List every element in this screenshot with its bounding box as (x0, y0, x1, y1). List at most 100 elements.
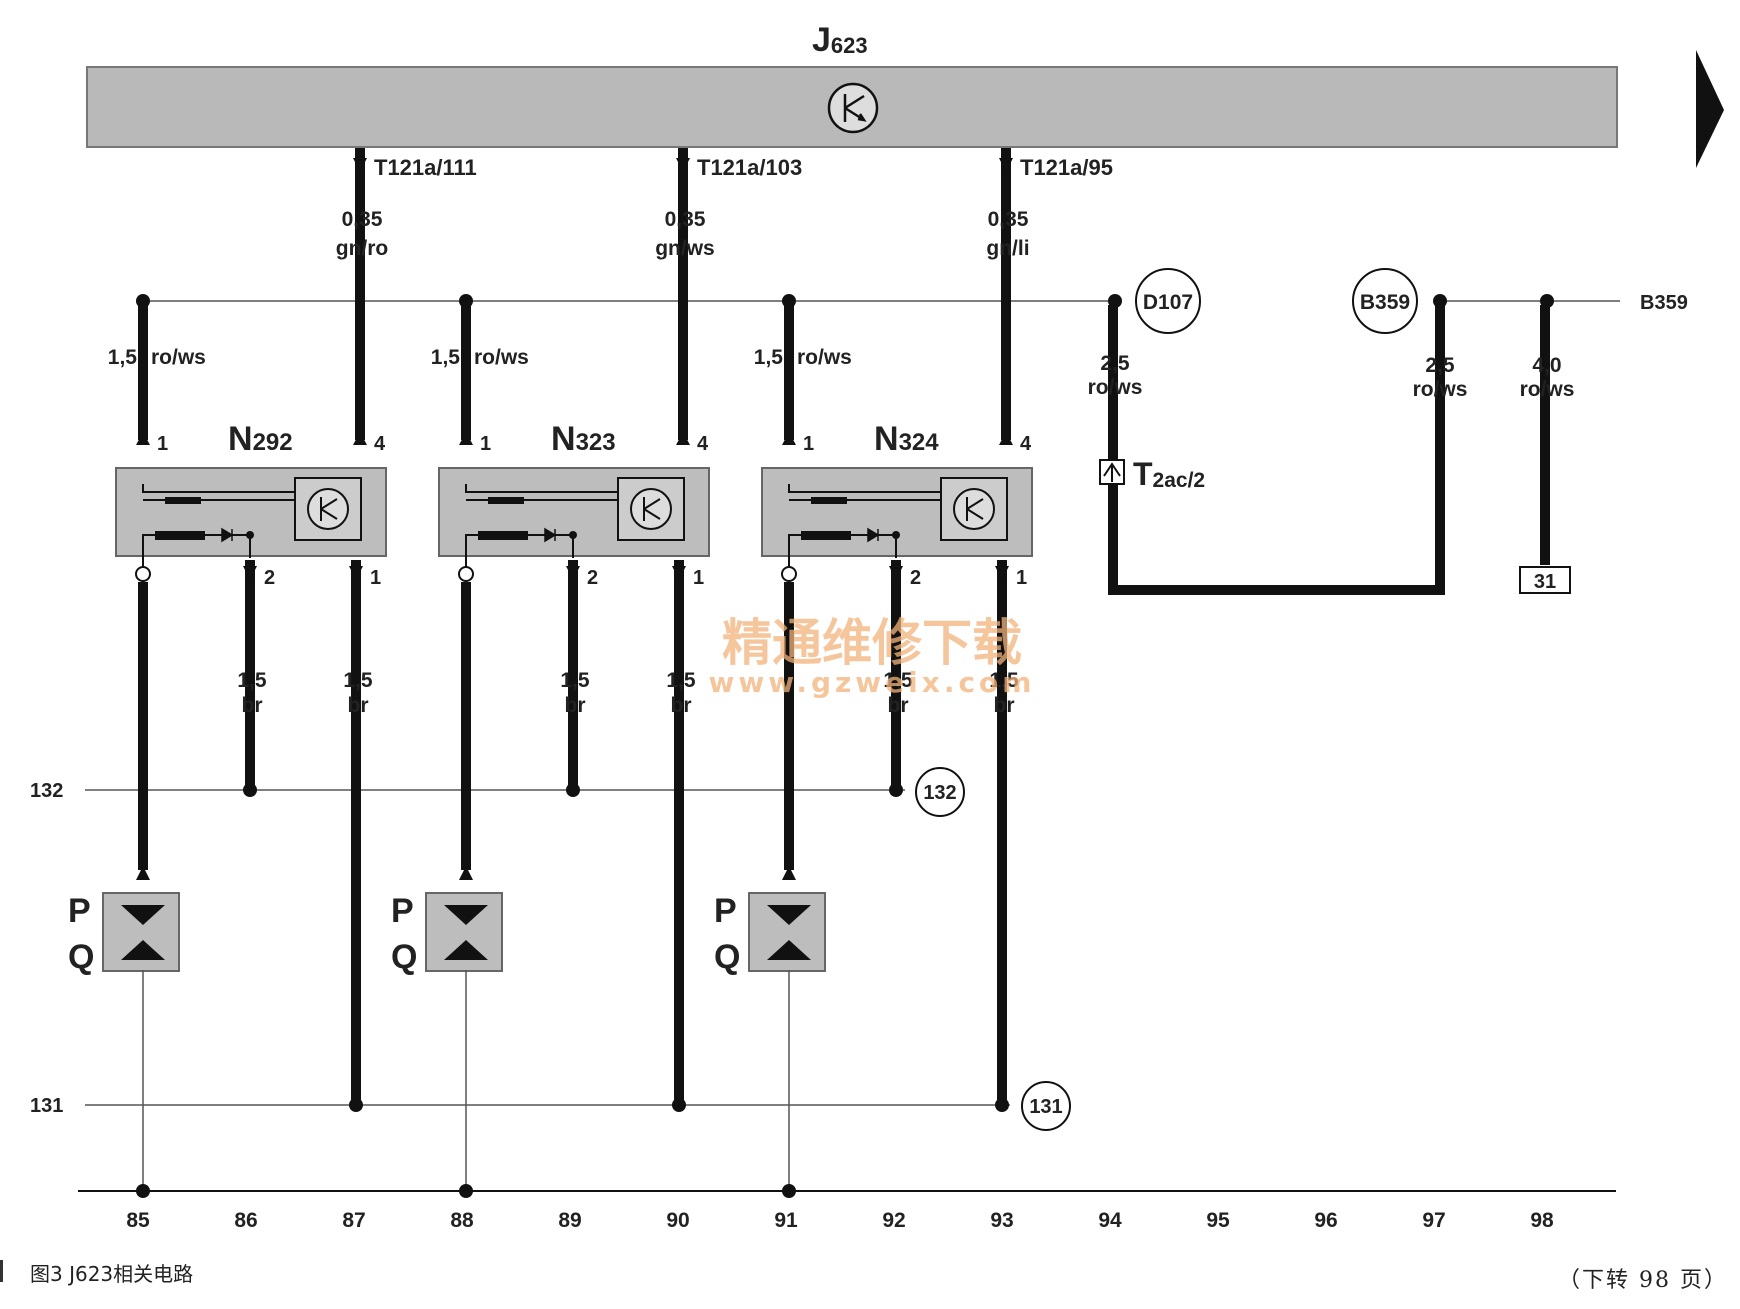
pin-4-label: 4 (374, 433, 386, 455)
pin-1-label: 1 (157, 433, 168, 455)
bus-132-end-label: 132 (923, 782, 956, 804)
watermark-cn: 精通维修下载 (722, 614, 1022, 672)
module-name-main: N (551, 420, 576, 458)
bus-131-left-label: 131 (30, 1095, 63, 1117)
transistor-icon (307, 488, 349, 530)
module-name-label: N292 (228, 420, 293, 458)
figure-caption: 图3 J623相关电路 (30, 1262, 194, 1286)
pin-2-label: 2 (910, 567, 921, 589)
pin4-arrow-icon (676, 432, 690, 445)
transistor-symbol (966, 497, 984, 521)
module-name-label: N323 (551, 420, 616, 458)
track-number: 88 (450, 1209, 474, 1232)
ecu-pin-label: T121a/103 (697, 155, 802, 180)
track-number: 98 (1530, 1209, 1554, 1232)
ground-b-size-label: 1,5 (343, 669, 373, 692)
bus-132-end-circle (915, 767, 965, 817)
pin2-arrow-icon (243, 566, 257, 580)
pq-arrow-down-icon (121, 905, 165, 925)
bus-131-node (349, 1098, 363, 1112)
d107-wire-size: 2,5 (1100, 352, 1130, 375)
signal-size-label: 0,35 (665, 208, 706, 231)
pq-arrow-down-icon (767, 905, 811, 925)
track-number: 96 (1314, 1209, 1337, 1232)
pq-p-label: P (714, 892, 737, 930)
pin-1-label: 1 (803, 433, 814, 455)
track-number: 90 (666, 1209, 689, 1232)
diode-icon (867, 527, 880, 543)
transistor-symbol (643, 497, 661, 521)
coil-icon (801, 531, 851, 540)
pin1b-arrow-icon (995, 566, 1009, 580)
ecu-pin-arrow-icon (676, 158, 690, 172)
ground-31-box (1519, 566, 1571, 594)
track-number: 89 (558, 1209, 581, 1232)
ground-a-size-label: 1,5 (560, 669, 590, 692)
supply-color-label: ro/ws (474, 346, 529, 369)
pq-arrow-up-icon (767, 940, 811, 960)
b359-wire-b-color: ro/ws (1520, 378, 1575, 401)
pin-4-label: 4 (697, 433, 709, 455)
pin2-arrow-icon (566, 566, 580, 580)
pin-1-label: 1 (480, 433, 491, 455)
coil-icon (478, 531, 528, 540)
ecu-pin-arrow-icon (353, 158, 367, 172)
track-number: 85 (126, 1209, 150, 1232)
pq-q-label: Q (68, 938, 94, 976)
pin-1b-label: 1 (693, 567, 704, 589)
pin1-arrow-icon (136, 432, 150, 445)
watermark-url: www.gzweix.com (709, 666, 1036, 699)
track-number: 94 (1098, 1209, 1122, 1232)
bus-131-end-circle (1021, 1081, 1071, 1131)
internal-wire-2 (788, 534, 894, 540)
pq-p-label: P (68, 892, 91, 930)
track-number: 95 (1206, 1209, 1230, 1232)
transistor-icon (630, 488, 672, 530)
pq-arrow-icon (459, 866, 473, 880)
ecu-transistor-icon (827, 82, 879, 134)
open-terminal (135, 566, 151, 582)
ground-a-color-label: br (888, 694, 909, 717)
pin1b-arrow-icon (349, 566, 363, 580)
pin1-arrow-icon (782, 432, 796, 445)
supply-node (459, 294, 473, 308)
pin-1b-label: 1 (1016, 567, 1027, 589)
ecu-pin-arrow-icon (999, 158, 1013, 172)
module-name-sub: 323 (576, 429, 616, 456)
signal-color-label: gn/ro (336, 237, 389, 260)
pin2-arrow-icon (889, 566, 903, 580)
ground-31-label: 31 (1534, 571, 1556, 593)
pin-2-label: 2 (587, 567, 598, 589)
pin1-arrow-icon (459, 432, 473, 445)
track-number: 92 (882, 1209, 905, 1232)
diode-icon (544, 527, 557, 543)
ground-b-size-label: 1,5 (666, 669, 696, 692)
pq-arrow-up-icon (444, 940, 488, 960)
module-name-label: N324 (874, 420, 939, 458)
supply-size-label: 1,5 (431, 346, 461, 369)
pq-arrow-icon (136, 866, 150, 880)
bus-131-end-label: 131 (1029, 1096, 1062, 1118)
bus-132-left-label: 132 (30, 780, 63, 802)
module-name-main: N (874, 420, 899, 458)
continued-note: （下转 98 页） (1558, 1268, 1728, 1293)
diode-icon (221, 527, 234, 543)
open-terminal (781, 566, 797, 582)
transistor-icon (953, 488, 995, 530)
supply-color-label: ro/ws (797, 346, 852, 369)
coil-icon (155, 531, 205, 540)
ecu-label: J623 (812, 21, 868, 59)
pin-4-label: 4 (1020, 433, 1032, 455)
bus-131-node (995, 1098, 1009, 1112)
pq-arrow-down-icon (444, 905, 488, 925)
pq-arrow-icon (782, 866, 796, 880)
b359-wire-b-size: 4,0 (1532, 354, 1561, 377)
bottom-node (459, 1184, 473, 1198)
signal-color-label: gn/ws (655, 237, 715, 260)
internal-wire-2 (142, 534, 248, 540)
supply-color-label: ro/ws (151, 346, 206, 369)
transistor-symbol (320, 497, 338, 521)
